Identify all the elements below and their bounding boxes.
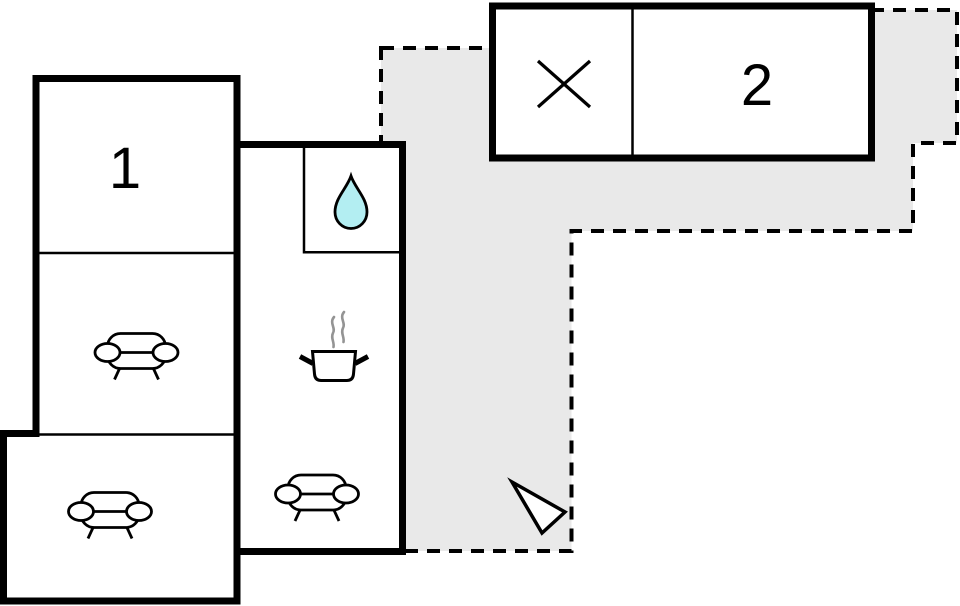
kitchen-room-outline xyxy=(233,141,406,555)
entrance-arrow-icon xyxy=(507,477,568,536)
water-room-walls xyxy=(302,148,399,254)
room-1-label: 1 xyxy=(109,136,141,201)
steam-wave-right xyxy=(340,310,346,344)
steam-wave-left xyxy=(330,315,336,349)
cross-icon xyxy=(536,59,592,109)
room-2-outline xyxy=(489,2,875,162)
pot-handle-right xyxy=(353,354,370,366)
pot-handle-left xyxy=(298,354,315,366)
water-drop-icon xyxy=(333,171,369,230)
pot-body xyxy=(310,350,358,382)
room-2-label: 2 xyxy=(741,53,773,118)
cooking-pot-icon xyxy=(298,310,370,382)
